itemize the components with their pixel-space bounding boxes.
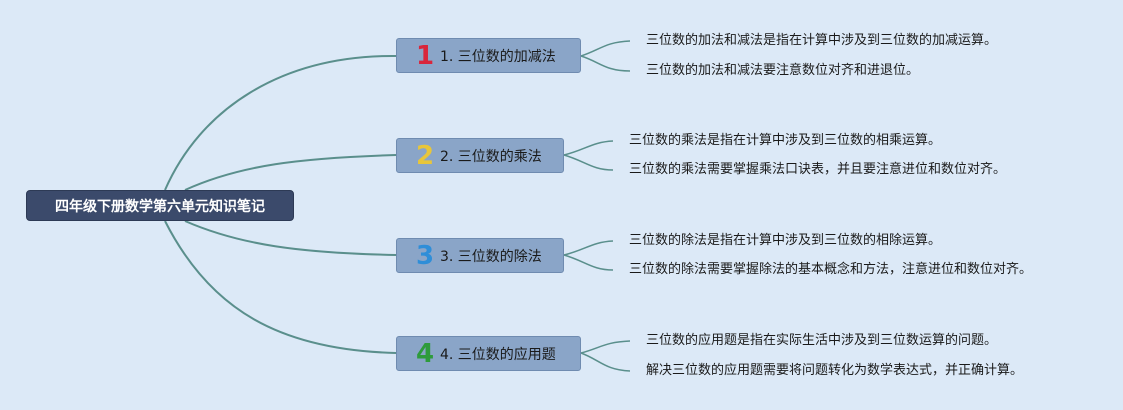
connector-topic-2-note-1 [563, 140, 614, 156]
connector-topic-1-note-2 [580, 55, 631, 72]
note-1-2[interactable]: 三位数的加法和减法要注意数位对齐和进退位。 [646, 63, 920, 78]
topic-node-4[interactable]: 4 4. 三位数的应用题 [396, 336, 581, 371]
topic-node-1[interactable]: 1 1. 三位数的加减法 [396, 38, 581, 73]
topic-node-3[interactable]: 3 3. 三位数的除法 [396, 238, 564, 273]
note-4-1[interactable]: 三位数的应用题是指在实际生活中涉及到三位数运算的问题。 [646, 333, 998, 348]
note-3-1[interactable]: 三位数的除法是指在计算中涉及到三位数的相除运算。 [629, 233, 942, 248]
connector-topic-4-note-2 [580, 352, 631, 372]
note-2-1[interactable]: 三位数的乘法是指在计算中涉及到三位数的相乘运算。 [629, 133, 942, 148]
connector-topic-1-note-1 [580, 40, 631, 57]
note-2-2[interactable]: 三位数的乘法需要掌握乘法口诀表，并且要注意进位和数位对齐。 [629, 162, 1007, 177]
connector-topic-3-note-2 [563, 254, 614, 271]
connector-root-topic-2 [184, 154, 397, 191]
topic-label: 3. 三位数的除法 [440, 248, 542, 265]
root-title: 四年级下册数学第六单元知识笔记 [55, 198, 265, 215]
note-1-1[interactable]: 三位数的加法和减法是指在计算中涉及到三位数的加减运算。 [646, 33, 998, 48]
topic-label: 4. 三位数的应用题 [440, 346, 556, 363]
note-3-2[interactable]: 三位数的除法需要掌握除法的基本概念和方法，注意进位和数位对齐。 [629, 262, 1033, 277]
number-2-icon: 2 [415, 140, 435, 171]
connector-topic-4-note-1 [580, 340, 631, 354]
number-4-icon: 4 [415, 338, 435, 369]
connector-topic-3-note-1 [563, 240, 614, 256]
topic-label: 2. 三位数的乘法 [440, 148, 542, 165]
connector-root-topic-1 [164, 54, 397, 191]
number-1-icon: 1 [415, 40, 435, 71]
connector-topic-2-note-2 [563, 154, 614, 171]
connector-root-topic-4 [164, 220, 397, 354]
connector-root-topic-3 [184, 220, 397, 256]
note-4-2[interactable]: 解决三位数的应用题需要将问题转化为数学表达式，并正确计算。 [646, 363, 1024, 378]
number-3-icon: 3 [415, 240, 435, 271]
root-node[interactable]: 四年级下册数学第六单元知识笔记 [26, 190, 294, 221]
topic-node-2[interactable]: 2 2. 三位数的乘法 [396, 138, 564, 173]
topic-label: 1. 三位数的加减法 [440, 48, 556, 65]
